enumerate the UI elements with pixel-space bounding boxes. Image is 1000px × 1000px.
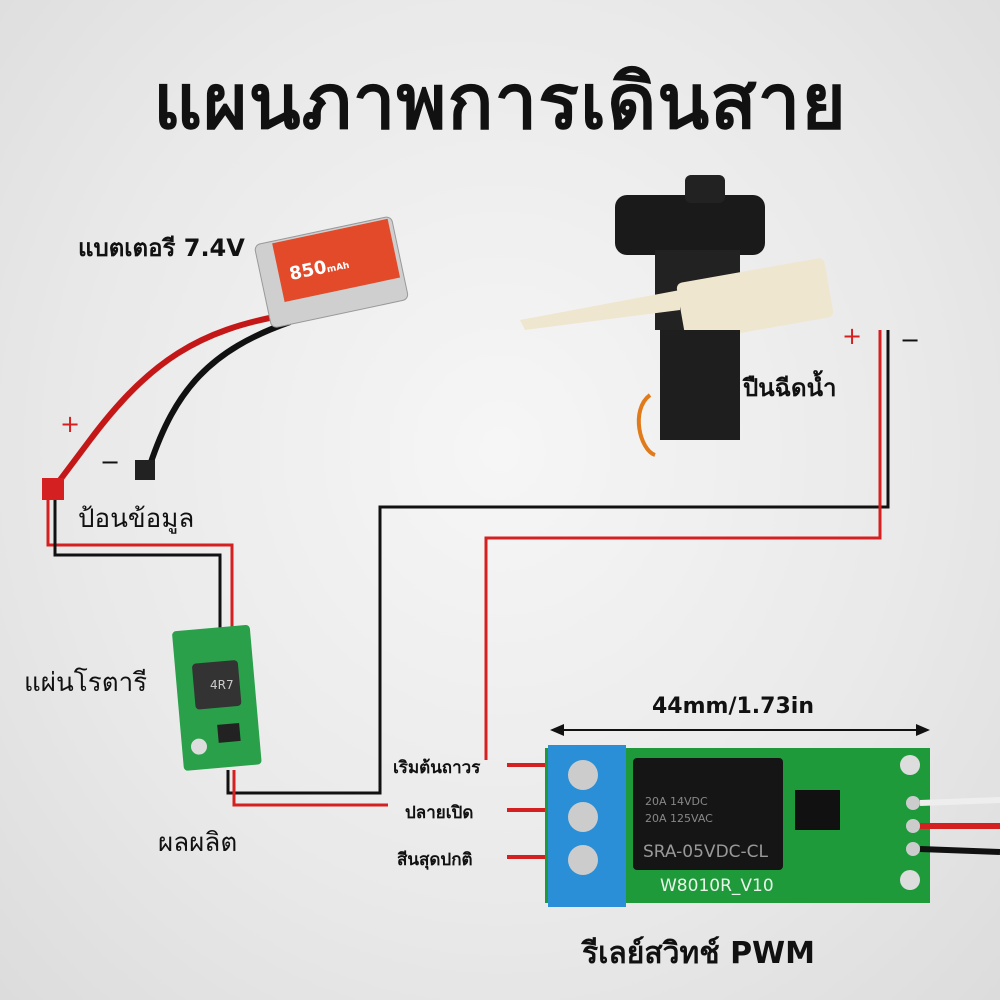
output-label: ผลผลิต xyxy=(158,828,238,858)
gun-minus-sign: − xyxy=(900,326,921,354)
input-label: ป้อนข้อมูล xyxy=(78,504,195,534)
relay-board xyxy=(545,745,1000,907)
terminal-label-com: เริมต้นถาวร xyxy=(393,758,481,778)
jst-connector-red xyxy=(42,478,64,500)
page-title: แผนภาพการเดินสาย xyxy=(153,57,847,146)
relay-model: SRA-05VDC-CL xyxy=(643,842,769,862)
battery-pack xyxy=(254,216,409,328)
relay-caption: รีเลย์สวิทช์ PWM xyxy=(582,936,815,971)
dimension-label: 44mm/1.73in xyxy=(652,694,814,719)
relay-rating-1: 20A 14VDC xyxy=(645,795,708,808)
red-wire-input xyxy=(46,495,234,640)
rotary-board-label: แผ่นโรตารี xyxy=(24,668,148,698)
terminal-label-nc: สีนสุดปกติ xyxy=(397,850,473,870)
water-gun-label: ปืนฉีดน้ำ xyxy=(743,374,837,402)
battery-label: แบตเตอรี 7.4V xyxy=(78,234,245,262)
board-id: W8010R_V10 xyxy=(660,876,774,896)
inductor-mark: 4R7 xyxy=(210,678,234,692)
red-wire-gun xyxy=(484,330,882,760)
red-wire-output xyxy=(232,770,388,807)
black-wire-output xyxy=(226,330,890,795)
relay-rating-2: 20A 125VAC xyxy=(645,812,713,825)
water-gun xyxy=(520,175,834,457)
wires xyxy=(46,312,890,859)
battery-minus-sign: − xyxy=(100,448,121,476)
battery-plus-sign: + xyxy=(60,410,81,438)
jst-connector-black xyxy=(135,460,155,480)
gun-plus-sign: + xyxy=(842,322,863,350)
terminal-label-no: ปลายเปิด xyxy=(405,803,474,823)
rotary-board xyxy=(172,625,262,771)
black-wire-input xyxy=(53,495,222,640)
dimension-arrow xyxy=(550,724,930,736)
